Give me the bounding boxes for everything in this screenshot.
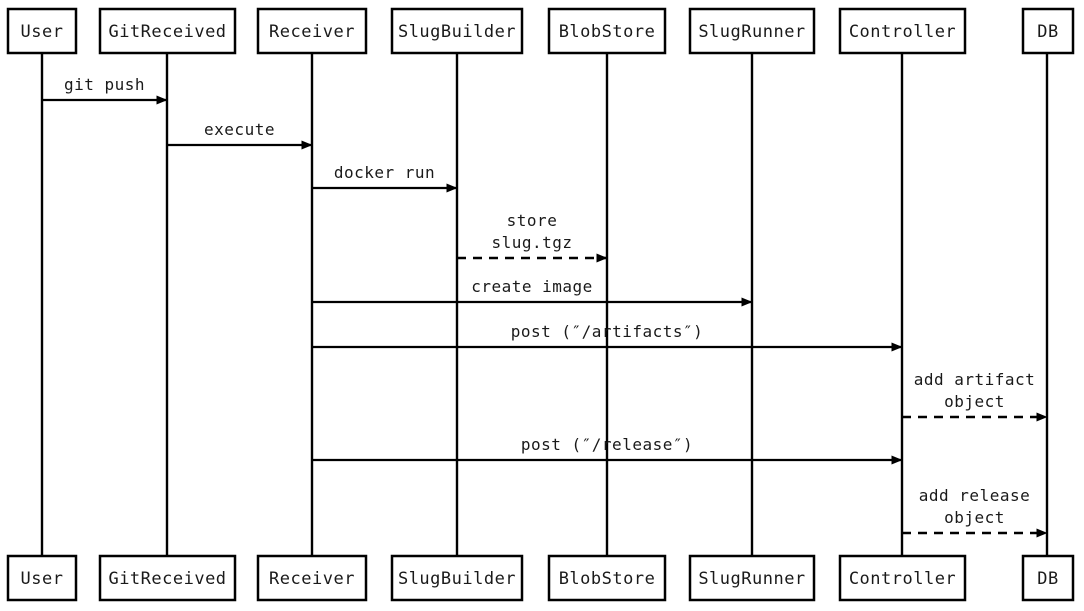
participant-label: BlobStore <box>559 569 656 589</box>
lifelines-layer <box>40 53 1049 556</box>
participant-label: SlugRunner <box>698 22 805 42</box>
message-label: create image <box>471 277 593 296</box>
message-label: git push <box>64 75 145 94</box>
message-label: slug.tgz <box>491 233 572 252</box>
participant-bottom-blobstore[interactable]: BlobStore <box>547 554 667 602</box>
participant-top-blobstore[interactable]: BlobStore <box>547 7 667 55</box>
participant-label: SlugRunner <box>698 569 805 589</box>
participant-box <box>838 554 967 602</box>
participant-bottom-controller[interactable]: Controller <box>838 554 967 602</box>
participant-box <box>256 7 368 55</box>
participant-top-db[interactable]: DB <box>1021 7 1075 55</box>
participant-label: DB <box>1037 22 1058 42</box>
message-git-push[interactable]: git push <box>42 75 168 105</box>
message-post-artifacts[interactable]: post (″/artifacts″) <box>312 322 903 352</box>
participant-box <box>1021 554 1075 602</box>
participant-bottom-slugbuilder[interactable]: SlugBuilder <box>390 554 524 602</box>
participant-label: DB <box>1037 569 1058 589</box>
participant-top-user[interactable]: User <box>6 7 78 55</box>
message-label: docker run <box>334 163 435 182</box>
message-label: add release <box>919 486 1030 505</box>
participant-label: Controller <box>849 22 956 42</box>
participant-box <box>98 7 237 55</box>
participant-label: User <box>21 22 64 42</box>
participant-bottom-slugrunner[interactable]: SlugRunner <box>688 554 816 602</box>
message-label: post (″/release″) <box>521 435 693 454</box>
participant-box <box>688 554 816 602</box>
participant-box <box>390 554 524 602</box>
participant-box <box>547 554 667 602</box>
message-label: object <box>944 508 1005 527</box>
participant-box <box>547 7 667 55</box>
message-add-artifact-object[interactable]: add artifact object <box>902 370 1048 422</box>
participant-box <box>6 554 78 602</box>
message-docker-run[interactable]: docker run <box>312 163 458 193</box>
participant-bottom-gitreceived[interactable]: GitReceived <box>98 554 237 602</box>
message-store-slug-tgz[interactable]: store slug.tgz <box>457 211 608 263</box>
participant-label: GitReceived <box>108 22 226 42</box>
message-label: object <box>944 392 1005 411</box>
participant-label: Receiver <box>269 569 355 589</box>
participant-top-receiver[interactable]: Receiver <box>256 7 368 55</box>
participant-label: GitReceived <box>108 569 226 589</box>
participant-box <box>688 7 816 55</box>
participant-label: BlobStore <box>559 22 656 42</box>
message-label: add artifact <box>914 370 1036 389</box>
messages-layer: git push execute docker run store slug.tgz cr… <box>42 75 1048 538</box>
participant-box <box>6 7 78 55</box>
participant-top-gitreceived[interactable]: GitReceived <box>98 7 237 55</box>
message-label: execute <box>204 120 275 139</box>
participant-label: Controller <box>849 569 956 589</box>
message-add-release-object[interactable]: add release object <box>902 486 1048 538</box>
message-label: post (″/artifacts″) <box>511 322 704 341</box>
participant-bottom-receiver[interactable]: Receiver <box>256 554 368 602</box>
message-label: store <box>507 211 558 230</box>
participant-box <box>98 554 237 602</box>
message-execute[interactable]: execute <box>167 120 313 150</box>
participant-box <box>256 554 368 602</box>
participant-label: Receiver <box>269 22 355 42</box>
participant-bottom-user[interactable]: User <box>6 554 78 602</box>
participant-box <box>838 7 967 55</box>
message-create-image[interactable]: create image <box>312 277 753 307</box>
participant-label: User <box>21 569 64 589</box>
participant-label: SlugBuilder <box>398 569 516 589</box>
participant-top-controller[interactable]: Controller <box>838 7 967 55</box>
participant-top-slugbuilder[interactable]: SlugBuilder <box>390 7 524 55</box>
message-post-release[interactable]: post (″/release″) <box>312 435 903 465</box>
participant-box <box>390 7 524 55</box>
participant-bottom-db[interactable]: DB <box>1021 554 1075 602</box>
participant-top-slugrunner[interactable]: SlugRunner <box>688 7 816 55</box>
participant-label: SlugBuilder <box>398 22 516 42</box>
participant-box <box>1021 7 1075 55</box>
